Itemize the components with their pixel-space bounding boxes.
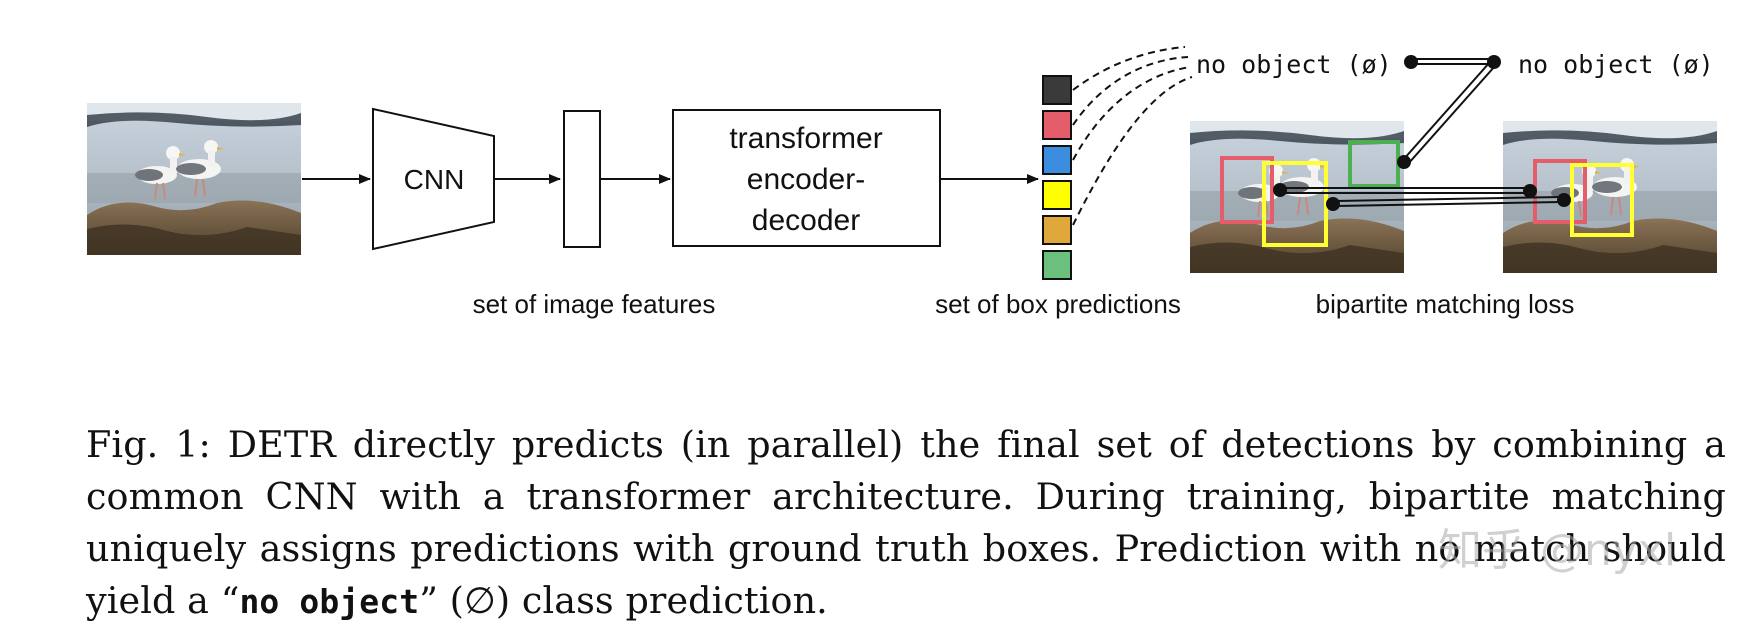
detr-pipeline-diagram: CNN transformer encoder- decoder no obje… [86,46,1718,319]
box-predictions [1042,75,1072,280]
match-line-green-b [1407,65,1496,165]
transformer-block [672,109,941,247]
box-prediction-1 [1042,75,1072,105]
match-dot-yellow-gt [1557,193,1571,207]
match-dot-no-object-right [1487,55,1501,69]
match-dot-red-gt [1523,184,1537,198]
box-prediction-5 [1042,215,1072,245]
dashed-link-2 [1072,56,1189,126]
match-line-yellow-b [1335,201,1563,207]
match-line-green-a [1402,61,1491,161]
cnn-label: CNN [404,164,465,195]
transformer-label-line-2: encoder- [747,163,865,196]
watermark: 知乎 @nyxl [1438,525,1677,576]
box-prediction-4 [1042,180,1072,210]
transformer-label-line-3: decoder [752,204,860,237]
match-dot-yellow-pred [1326,197,1340,211]
cnn-block [372,107,495,251]
match-dot-no-object-left [1404,55,1418,69]
match-dot-red-pred [1273,183,1287,197]
caption-prefix: Fig. 1: DETR directly predicts (in paral… [86,422,1726,622]
box-prediction-3 [1042,145,1072,175]
box-prediction-6 [1042,250,1072,280]
dashed-link-3 [1072,66,1191,161]
transformer-label-line-1: transformer [729,122,882,155]
no-object-label-right: no object (ø) [1518,50,1714,79]
no-object-label-left: no object (ø) [1196,50,1392,79]
box-prediction-2 [1042,110,1072,140]
matching-caption: bipartite matching loss [1316,289,1575,319]
features-caption: set of image features [473,289,716,319]
dashed-link-4 [1072,76,1193,226]
figure-caption: Fig. 1: DETR directly predicts (in paral… [86,419,1726,628]
match-dot-green-box [1397,155,1411,169]
predictions-caption: set of box predictions [935,289,1181,319]
input-image [86,102,302,256]
dashed-link-1 [1072,46,1186,91]
match-line-yellow-a [1335,196,1563,202]
ground-truth-box-yellow [1570,163,1634,237]
caption-suffix: ” (∅) class prediction. [419,578,828,622]
predicted-box-red [1220,156,1274,224]
caption-no-object-term: no object [239,581,420,621]
image-features-block [563,110,601,248]
